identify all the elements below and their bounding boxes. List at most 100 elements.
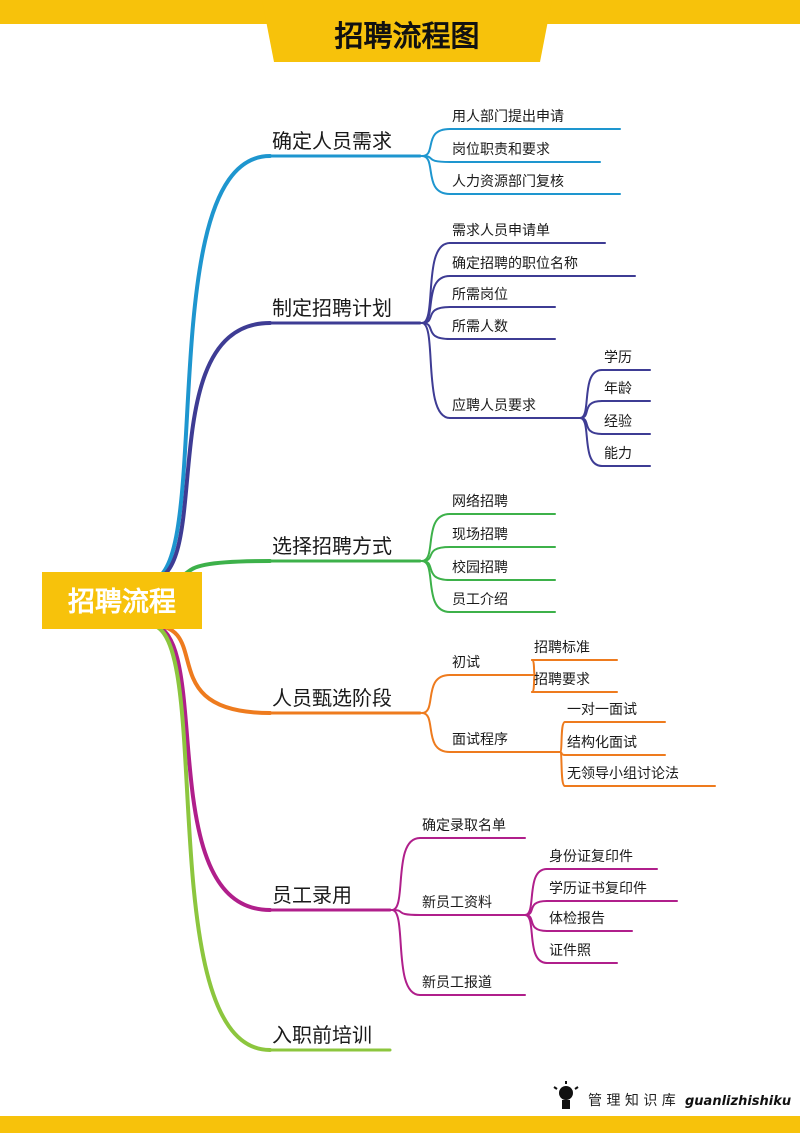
connector-2-5: [421, 322, 451, 419]
subnode-5-1-label: 确定录取名单: [422, 818, 506, 834]
subnode-2-2-label: 确定招聘的职位名称: [452, 256, 578, 272]
subnode-4-2-label: 面试程序: [452, 732, 508, 748]
branch-node-2: 制定招聘计划: [268, 296, 422, 325]
subnode-3-2-label: 现场招聘: [452, 527, 508, 543]
page-title: 招聘流程图: [334, 19, 479, 53]
leafnode-2-5-1-label: 学历: [604, 350, 632, 366]
branch-node-6-label: 入职前培训: [272, 1023, 372, 1047]
connector-layer: [148, 128, 603, 1052]
connector-2-2: [421, 275, 451, 324]
connector-2-5-1: [579, 369, 603, 419]
leafnode-5-2-1: 身份证复印件: [546, 848, 658, 870]
branch-node-4: 人员甄选阶段: [268, 686, 422, 715]
leafnode-2-5-4: 能力: [601, 446, 651, 467]
subnode-3-3-label: 校园招聘: [452, 559, 508, 576]
branch-node-3-label: 选择招聘方式: [272, 534, 392, 558]
connector-3-1: [421, 513, 451, 562]
subnode-2-3: 所需岗位: [449, 287, 556, 308]
leafnode-4-2-1-label: 一对一面试: [567, 702, 637, 718]
subnode-3-4: 员工介绍: [449, 592, 556, 613]
leafnode-5-2-3-label: 体检报告: [549, 911, 605, 927]
branch-node-3: 选择招聘方式: [268, 534, 422, 563]
connector-2-4: [421, 322, 451, 340]
subnode-5-3: 新员工报道: [419, 975, 526, 996]
subnode-1-3-label: 人力资源部门复核: [452, 173, 564, 190]
connector-5-2-1: [524, 868, 548, 916]
subnode-2-4: 所需人数: [449, 319, 556, 340]
connector-root-4: [148, 623, 272, 715]
footer-label: 管 理 知 识 库: [588, 1092, 676, 1109]
connector-4-2: [421, 712, 451, 753]
subnode-1-1-label: 用人部门提出申请: [452, 109, 564, 125]
subnode-1-3: 人力资源部门复核: [449, 173, 621, 195]
leafnode-4-1-1: 招聘标准: [531, 640, 618, 661]
branch-node-6: 入职前培训: [268, 1023, 392, 1052]
connector-5-2-4: [524, 914, 548, 964]
subnode-2-1-label: 需求人员申请单: [452, 223, 550, 239]
subnode-3-1-label: 网络招聘: [452, 494, 508, 510]
leafnode-5-2-1-label: 身份证复印件: [549, 848, 633, 865]
connector-4-2-3: [559, 751, 566, 787]
subnode-1-2-label: 岗位职责和要求: [452, 142, 550, 158]
subnode-2-4-label: 所需人数: [452, 319, 508, 335]
leafnode-4-2-3: 无领导小组讨论法: [564, 766, 716, 787]
leafnode-4-1-1-label: 招聘标准: [534, 640, 590, 656]
leafnode-2-5-1: 学历: [601, 350, 651, 371]
leafnode-2-5-3: 经验: [601, 414, 651, 435]
subnode-3-3: 校园招聘: [449, 559, 556, 581]
connector-5-3: [391, 909, 421, 996]
subnode-5-1: 确定录取名单: [419, 818, 526, 839]
branch-node-4-label: 人员甄选阶段: [272, 686, 392, 710]
subnode-2-5: 应聘人员要求: [449, 397, 581, 419]
leafnode-2-5-3-label: 经验: [604, 414, 632, 430]
root-node: [42, 572, 202, 629]
connector-5-1: [391, 837, 421, 911]
subnode-4-1: 初试: [449, 654, 536, 676]
footer-band: [0, 1116, 800, 1133]
subnode-2-5-label: 应聘人员要求: [452, 397, 536, 414]
subnode-1-2: 岗位职责和要求: [449, 142, 601, 163]
subnode-4-1-label: 初试: [452, 654, 480, 671]
connector-root-2: [148, 321, 272, 582]
lightbulb-icon: [553, 1081, 579, 1109]
connector-1-1: [421, 128, 451, 157]
leafnode-2-5-2: 年龄: [601, 381, 651, 402]
title-banner: [262, 0, 552, 62]
subnode-4-2: 面试程序: [449, 732, 561, 753]
connector-root-1: [148, 154, 272, 582]
subnode-3-1: 网络招聘: [449, 494, 556, 515]
footer-brand: guanlizhishiku: [685, 1094, 791, 1109]
subnode-5-3-label: 新员工报道: [422, 975, 492, 991]
branch-node-2-label: 制定招聘计划: [272, 296, 392, 320]
subnode-2-1: 需求人员申请单: [449, 223, 606, 244]
subnode-5-2-label: 新员工资料: [422, 895, 492, 911]
branch-node-1-label: 确定人员需求: [272, 129, 392, 153]
connector-4-2-1: [559, 721, 566, 753]
branch-node-1: 确定人员需求: [268, 129, 422, 158]
connector-3-4: [421, 560, 451, 613]
leafnode-4-2-2-label: 结构化面试: [567, 735, 637, 751]
root-label: 招聘流程: [68, 587, 176, 618]
leafnode-4-2-1: 一对一面试: [564, 702, 666, 723]
leafnode-5-2-4: 证件照: [546, 943, 618, 964]
connector-4-1: [421, 674, 451, 714]
leafnode-4-2-2: 结构化面试: [564, 735, 666, 756]
leafnode-2-5-4-label: 能力: [604, 446, 632, 462]
branch-node-5-label: 员工录用: [272, 883, 352, 907]
connector-1-3: [421, 155, 451, 195]
leafnode-5-2-3: 体检报告: [546, 911, 633, 932]
subnode-5-2: 新员工资料: [419, 895, 526, 916]
leafnode-4-1-2: 招聘要求: [531, 672, 618, 693]
subnode-3-4-label: 员工介绍: [452, 592, 508, 608]
subnode-2-3-label: 所需岗位: [452, 287, 508, 303]
subnode-1-1: 用人部门提出申请: [449, 109, 621, 130]
leafnode-4-2-3-label: 无领导小组讨论法: [567, 766, 679, 782]
leafnode-4-1-2-label: 招聘要求: [534, 672, 590, 688]
subnode-2-2: 确定招聘的职位名称: [449, 256, 636, 277]
leafnode-2-5-2-label: 年龄: [604, 381, 632, 397]
connector-root-5: [148, 623, 272, 912]
branch-node-5: 员工录用: [268, 883, 392, 912]
leafnode-5-2-2-label: 学历证书复印件: [549, 880, 647, 897]
